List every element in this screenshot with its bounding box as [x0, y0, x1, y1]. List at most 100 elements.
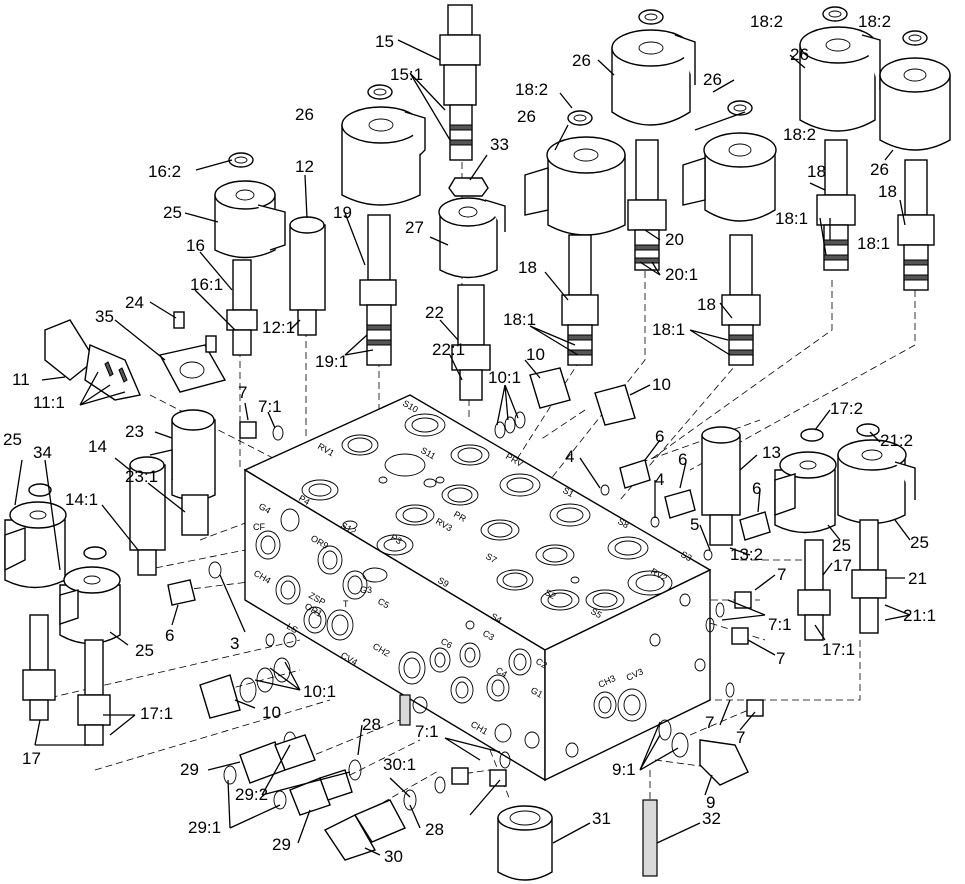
callout-label: 29:1 — [188, 818, 221, 837]
callout-label: 7:1 — [258, 397, 282, 416]
callout-label: 26 — [790, 45, 809, 64]
callout-label: 6 — [752, 479, 761, 498]
callout-label: 20:1 — [665, 265, 698, 284]
callout-label: 18:1 — [775, 209, 808, 228]
callout-label: 13:2 — [730, 545, 763, 564]
callout-label: 10 — [262, 703, 281, 722]
callout-label: 34 — [33, 443, 52, 462]
left-face-ports — [255, 508, 540, 749]
callout-label: 17:1 — [822, 640, 855, 659]
port-label: P3 — [389, 532, 404, 546]
callout-label: 21 — [908, 569, 927, 588]
callout-label: 29 — [180, 760, 199, 779]
port-label: T — [343, 599, 349, 609]
callout-label: 17 — [833, 556, 852, 575]
plug-9 — [699, 739, 749, 786]
callout-label: 6 — [678, 450, 687, 469]
callout-label: 29:2 — [235, 785, 268, 804]
callout-label: 20 — [665, 230, 684, 249]
callout-label: 7 — [736, 728, 745, 747]
callout-label: 17 — [22, 749, 41, 768]
valve-17c — [797, 539, 831, 641]
callout-label: 35 — [95, 307, 114, 326]
callout-label: 28 — [425, 820, 444, 839]
callout-label: 18:1 — [652, 320, 685, 339]
fittings-6 — [167, 459, 771, 606]
port-label: S4 — [489, 611, 504, 625]
port-label: S2 — [543, 587, 558, 601]
callout-label: 12:1 — [262, 318, 295, 337]
callout-label: 33 — [490, 135, 509, 154]
callout-label: 32 — [702, 809, 721, 828]
callout-label: 7:1 — [415, 722, 439, 741]
coil-26e — [799, 6, 881, 132]
coil-26f — [879, 30, 951, 151]
coil-nut-26a — [367, 84, 393, 100]
port-label: S7 — [484, 551, 499, 565]
small-plugs-7 — [239, 421, 764, 787]
coil-25d — [774, 428, 837, 534]
leader-lines — [14, 39, 911, 856]
callout-label: 18:2 — [515, 80, 548, 99]
coil-nut-16-2 — [228, 152, 254, 168]
coil-26d — [682, 100, 777, 222]
coil-26b — [611, 9, 696, 126]
valve-17a — [22, 614, 56, 721]
callout-label: 16:2 — [148, 162, 181, 181]
port-label: C5 — [376, 596, 391, 610]
callout-label: 18:2 — [858, 12, 891, 31]
callout-label: 25 — [832, 536, 851, 555]
valve-17b — [77, 639, 111, 746]
callout-label: 19 — [333, 203, 352, 222]
callout-label: 10:1 — [303, 682, 336, 701]
coil-26a — [341, 106, 426, 206]
valve-18d — [897, 159, 935, 291]
callout-label: 18:1 — [857, 234, 890, 253]
callout-label: 7 — [777, 565, 786, 584]
port-label: S8 — [616, 516, 631, 530]
fitting-30 — [323, 799, 406, 861]
callout-label: 22:1 — [432, 340, 465, 359]
coil-25c — [59, 546, 121, 645]
rod-32 — [642, 799, 658, 877]
callout-label: 31 — [592, 809, 611, 828]
callout-label: 18 — [878, 182, 897, 201]
callout-label: 18:1 — [503, 310, 536, 329]
callout-label: 7 — [705, 713, 714, 732]
plate-35 — [158, 344, 227, 393]
callout-label: 18:2 — [783, 125, 816, 144]
valve-11 — [44, 319, 141, 401]
callout-label: 16 — [186, 236, 205, 255]
valve-21 — [851, 519, 887, 634]
coil-25a — [214, 180, 286, 259]
port-label: S5 — [589, 606, 604, 620]
port-label: C2 — [534, 656, 549, 670]
callout-label: 4 — [565, 447, 574, 466]
coil-25b — [4, 483, 67, 589]
valve-18b — [721, 234, 761, 366]
callout-label: 26 — [295, 105, 314, 124]
callout-label: 12 — [295, 157, 314, 176]
callout-label: 11 — [12, 370, 30, 389]
port-label: G3 — [360, 585, 372, 595]
callout-label: 9 — [706, 793, 715, 812]
callout-label: 28 — [362, 715, 381, 734]
valve-15 — [439, 4, 481, 161]
coil-27 — [438, 177, 506, 279]
top-face-ports — [301, 413, 673, 611]
callout-label: 14:1 — [65, 490, 98, 509]
callout-label: 7 — [776, 649, 785, 668]
callout-label: 15:1 — [390, 65, 423, 84]
valve-14 — [129, 456, 166, 576]
callout-label: 26 — [870, 160, 889, 179]
coil-26c — [524, 110, 626, 236]
callout-label: 22 — [425, 303, 444, 322]
callout-label: 18:2 — [750, 12, 783, 31]
right-face-ports — [565, 593, 706, 758]
callout-label: 9:1 — [612, 760, 636, 779]
valve-20 — [627, 139, 667, 271]
valve-12 — [289, 216, 326, 336]
callout-label: 25 — [910, 533, 929, 552]
stud — [399, 694, 411, 726]
